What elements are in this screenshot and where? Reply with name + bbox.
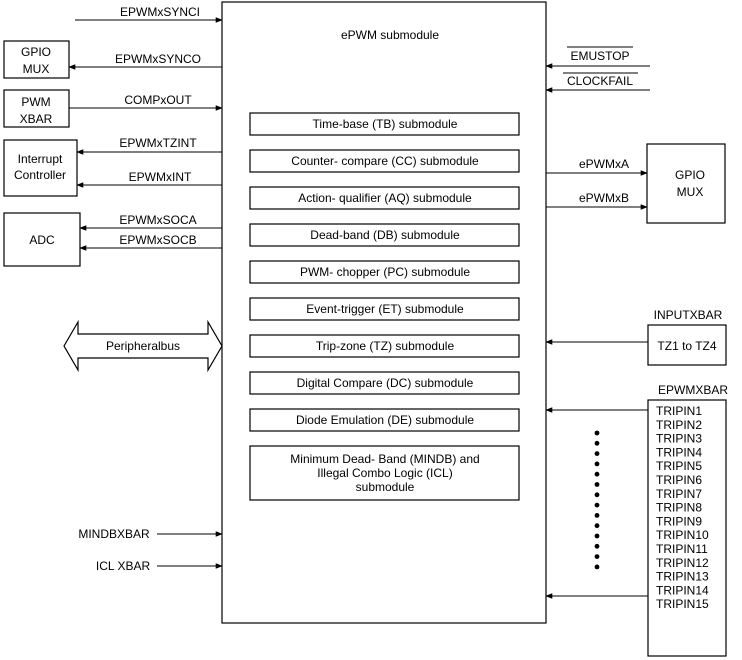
mindbxbar-label: MINDBXBAR bbox=[78, 527, 150, 541]
peripheral-bus-arrow bbox=[63, 319, 223, 373]
tripin-label-4: TRIPIN4 bbox=[656, 445, 702, 459]
clockfail-label: CLOCKFAIL bbox=[567, 74, 633, 88]
ellipsis-dot bbox=[594, 513, 600, 518]
pwm-xbar-line2: XBAR bbox=[20, 112, 53, 126]
tripin-label-15: TRIPIN15 bbox=[656, 597, 709, 611]
submodule-box-8 bbox=[249, 371, 520, 395]
ellipsis-dots bbox=[594, 430, 600, 570]
tripin-label-7: TRIPIN7 bbox=[656, 487, 702, 501]
epwmxint-label: EPWMxINT bbox=[129, 170, 192, 184]
ellipsis-dot bbox=[594, 482, 600, 487]
gpio-mux-right-line2: MUX bbox=[677, 185, 704, 199]
tripin-label-11: TRIPIN11 bbox=[656, 542, 708, 556]
ellipsis-dot bbox=[594, 492, 600, 498]
gpio-mux-right-line1: GPIO bbox=[675, 168, 705, 182]
submodule-box-9 bbox=[249, 408, 520, 432]
ellipsis-dot bbox=[594, 430, 600, 436]
compxout-label: COMPxOUT bbox=[124, 93, 192, 107]
epwmxtzint-label: EPWMxTZINT bbox=[119, 136, 197, 150]
submodule-label-10-line1: Minimum Dead- Band (MINDB) and bbox=[290, 452, 479, 466]
epwmxa-label: ePWMxA bbox=[579, 157, 629, 171]
submodule-label-6: Event-trigger (ET) submodule bbox=[306, 302, 464, 316]
ellipsis-dot bbox=[594, 471, 600, 477]
ellipsis-dot bbox=[594, 543, 600, 549]
interrupt-controller-line1: Interrupt bbox=[18, 152, 63, 166]
tripin-label-6: TRIPIN6 bbox=[656, 473, 702, 487]
main-block-title: ePWM submodule bbox=[341, 28, 439, 42]
interrupt-controller-box bbox=[3, 139, 78, 197]
epwmxb-label: ePWMxB bbox=[579, 191, 629, 205]
gpio-mux-right-box bbox=[646, 143, 726, 224]
ellipsis-dot bbox=[594, 440, 600, 446]
ellipsis-dot bbox=[594, 502, 600, 508]
ellipsis-dot bbox=[594, 564, 600, 570]
submodule-label-3: Action- qualifier (AQ) submodule bbox=[298, 191, 472, 205]
epwmxbar-title: EPWMXBAR bbox=[658, 383, 728, 397]
inputxbar-box bbox=[647, 324, 727, 366]
peripheral-bus-label: Peripheralbus bbox=[106, 339, 180, 353]
epwmxsocb-label: EPWMxSOCB bbox=[119, 233, 196, 247]
inputxbar-title: INPUTXBAR bbox=[654, 308, 723, 322]
tripin-label-9: TRIPIN9 bbox=[656, 514, 702, 528]
tripin-label-10: TRIPIN10 bbox=[656, 528, 709, 542]
submodule-label-4: Dead-band (DB) submodule bbox=[310, 228, 460, 242]
tripin-label-5: TRIPIN5 bbox=[656, 459, 702, 473]
submodule-label-10-line2: Illegal Combo Logic (ICL) bbox=[317, 466, 452, 480]
epwmxsynci-label: EPWMxSYNCI bbox=[120, 5, 200, 19]
interrupt-controller-line2: Controller bbox=[14, 168, 66, 182]
tripin-list: TRIPIN1TRIPIN2TRIPIN3TRIPIN4TRIPIN5TRIPI… bbox=[656, 404, 709, 611]
submodule-box-3 bbox=[249, 186, 520, 210]
submodule-label-1: Time-base (TB) submodule bbox=[313, 117, 458, 131]
submodule-box-7 bbox=[249, 334, 520, 358]
submodule-label-8: Digital Compare (DC) submodule bbox=[297, 376, 474, 390]
ellipsis-dot bbox=[594, 533, 600, 539]
submodule-label-9: Diode Emulation (DE) submodule bbox=[296, 413, 474, 427]
submodule-label-2: Counter- compare (CC) submodule bbox=[291, 154, 479, 168]
epwmxsynco-label: EPWMxSYNCO bbox=[115, 52, 201, 66]
tripin-label-2: TRIPIN2 bbox=[656, 418, 702, 432]
tripin-label-14: TRIPIN14 bbox=[656, 583, 709, 597]
icl-xbar-label: ICL XBAR bbox=[96, 559, 151, 573]
submodule-box-1 bbox=[249, 112, 520, 136]
pwm-xbar-box bbox=[3, 89, 70, 128]
submodule-box-10 bbox=[249, 445, 520, 501]
adc-label: ADC bbox=[29, 233, 55, 247]
ellipsis-dot bbox=[594, 451, 600, 456]
tz-range-label: TZ1 to TZ4 bbox=[657, 339, 716, 353]
ellipsis-dot bbox=[594, 554, 600, 559]
submodule-label-10-line3: submodule bbox=[356, 480, 415, 494]
tripin-label-12: TRIPIN12 bbox=[656, 556, 709, 570]
submodule-label-7: Trip-zone (TZ) submodule bbox=[316, 339, 455, 353]
adc-box bbox=[3, 212, 81, 267]
tripin-label-13: TRIPIN13 bbox=[656, 570, 709, 584]
epwmxbar-box bbox=[647, 399, 727, 657]
emustop-label: EMUSTOP bbox=[570, 49, 629, 63]
tripin-label-1: TRIPIN1 bbox=[656, 404, 702, 418]
gpio-mux-left-line2: MUX bbox=[23, 62, 50, 76]
submodule-box-6 bbox=[249, 297, 520, 321]
ellipsis-dot bbox=[594, 461, 600, 467]
epwmxsoca-label: EPWMxSOCA bbox=[119, 213, 196, 227]
submodule-box-4 bbox=[249, 223, 520, 247]
tripin-label-3: TRIPIN3 bbox=[656, 432, 702, 446]
submodule-box-5 bbox=[249, 260, 520, 284]
gpio-mux-left-line1: GPIO bbox=[21, 45, 51, 59]
submodule-box-2 bbox=[249, 149, 520, 173]
ellipsis-dot bbox=[594, 523, 600, 529]
tripin-label-8: TRIPIN8 bbox=[656, 501, 702, 515]
pwm-xbar-line1: PWM bbox=[21, 95, 50, 109]
submodule-label-5: PWM- chopper (PC) submodule bbox=[300, 265, 470, 279]
gpio-mux-left-box bbox=[3, 40, 70, 79]
